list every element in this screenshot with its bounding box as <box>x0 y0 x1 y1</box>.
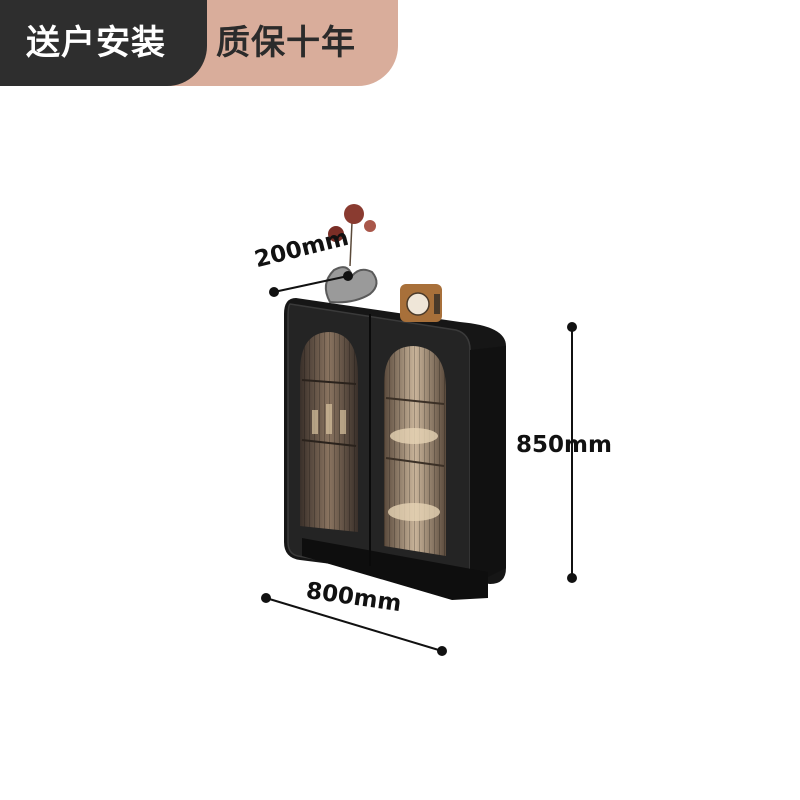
warranty-text: 质保十年 <box>216 23 356 63</box>
clock-decoration <box>400 284 442 322</box>
vase-decoration <box>324 204 378 304</box>
right-glass-door <box>384 346 446 556</box>
height-label: 850mm <box>516 432 612 458</box>
promo-banner: 送户安装 质保十年 <box>0 0 398 86</box>
height-dimension-line <box>567 322 577 583</box>
delivery-badge <box>0 0 207 86</box>
left-glass-door <box>300 332 358 532</box>
depth-dimension-line <box>269 271 353 297</box>
width-dimension-line <box>261 593 447 656</box>
delivery-install-text: 送户安装 <box>26 23 166 63</box>
